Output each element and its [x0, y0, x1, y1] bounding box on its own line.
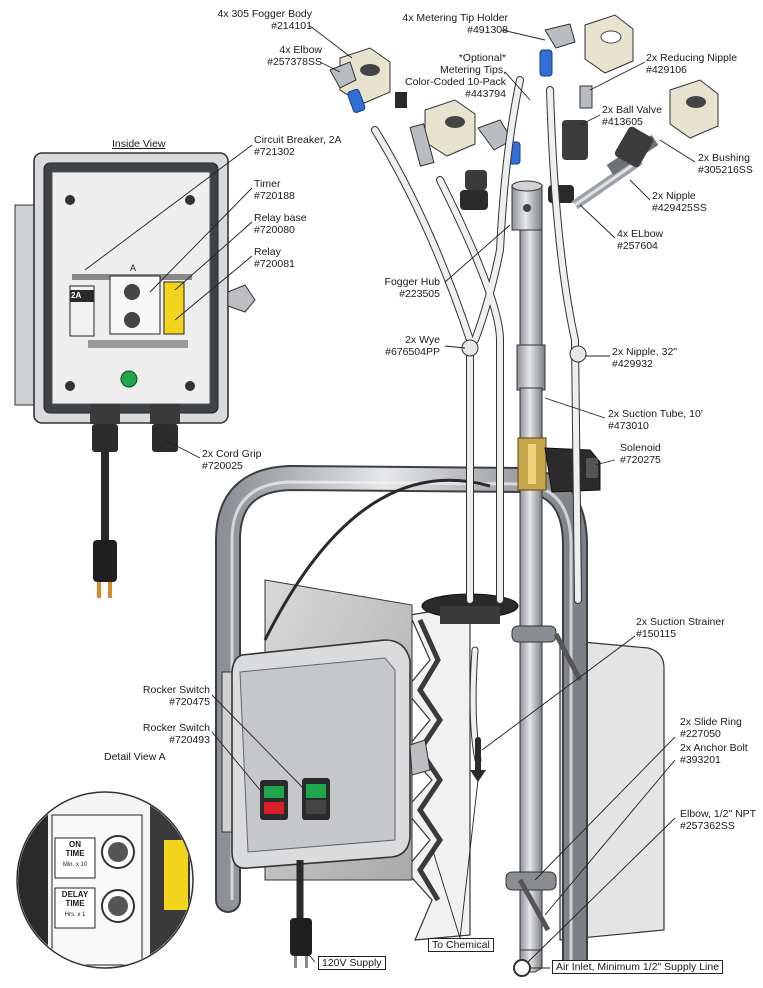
detail-view-title: Detail View A	[104, 751, 166, 763]
wyes	[461, 339, 587, 363]
timer-name: Timer	[254, 178, 281, 190]
label-metering-tip-holder: 4x Metering Tip Holder #491308	[388, 12, 508, 36]
label-nipple-32: 2x Nipple, 32" #429932	[612, 346, 677, 370]
anchor-bolt-part: #393201	[680, 754, 721, 766]
air-pipe	[513, 227, 601, 977]
bushing-part: #305216SS	[698, 164, 753, 176]
rocker-switch-2-name: Rocker Switch	[142, 722, 210, 734]
elbow-top-part: #257378SS	[267, 56, 322, 68]
label-circuit-breaker: Circuit Breaker, 2A #721302	[254, 134, 342, 158]
rocker-switch-2-part: #720493	[169, 734, 210, 746]
leader-lines	[84, 25, 696, 969]
metering-tip-holder-name: 4x Metering Tip Holder	[402, 12, 508, 24]
label-metering-tips: *Optional* Metering Tips, Color-Coded 10…	[396, 52, 506, 100]
label-suction-tube: 2x Suction Tube, 10' #473010	[608, 408, 703, 432]
breaker-rating: 2A	[71, 291, 82, 300]
fogger-body-part: #214101	[271, 20, 312, 32]
label-nipple: 2x Nipple #429425SS	[652, 190, 707, 214]
label-rocker-switch-2: Rocker Switch #720493	[120, 722, 210, 746]
relay-name: Relay	[254, 246, 281, 258]
reducing-nipple-part: #429106	[646, 64, 687, 76]
label-slide-ring: 2x Slide Ring #227050	[680, 716, 742, 740]
ball-valve-name: 2x Ball Valve	[602, 104, 662, 116]
fogger-bodies	[329, 14, 719, 168]
nipple-name: 2x Nipple	[652, 190, 696, 202]
suction-strainer-name: 2x Suction Strainer	[636, 616, 725, 628]
ball-valve-part: #413605	[602, 116, 643, 128]
label-rocker-switch-1: Rocker Switch #720475	[120, 684, 210, 708]
delay-time-sub: Hrs. x 1	[64, 912, 86, 918]
label-wye: 2x Wye #676504PP	[360, 334, 440, 358]
air-inlet-callout: Air Inlet, Minimum 1/2" Supply Line	[552, 960, 724, 974]
label-elbow-top: 4x Elbow #257378SS	[222, 44, 322, 68]
rocker-switch-1-part: #720475	[169, 696, 210, 708]
anchor-bolt-name: 2x Anchor Bolt	[680, 742, 748, 754]
circuit-breaker-part: #721302	[254, 146, 295, 158]
elbow-npt-part: #257362SS	[680, 820, 735, 832]
supply-120v-callout: 120V Supply	[318, 956, 386, 970]
nipple-32-name: 2x Nipple, 32"	[612, 346, 678, 358]
nipple-32-part: #429932	[612, 358, 653, 370]
cart-frame	[215, 464, 588, 973]
on-time-sub: Min. x 10	[62, 862, 88, 868]
label-fogger-hub: Fogger Hub #223505	[360, 276, 440, 300]
tubes	[371, 76, 582, 782]
fogger-hub-name: Fogger Hub	[384, 276, 440, 288]
label-elbow-npt: Elbow, 1/2" NPT #257362SS	[680, 808, 756, 832]
timer-part: #720188	[254, 190, 295, 202]
suction-tube-name: 2x Suction Tube, 10'	[608, 408, 703, 420]
label-reducing-nipple: 2x Reducing Nipple #429106	[646, 52, 737, 76]
metering-tips-part: #443794	[465, 88, 506, 100]
metering-tip-holder-part: #491308	[467, 24, 508, 36]
detail-view-circle	[16, 791, 194, 969]
to-chemical-callout: To Chemical	[428, 938, 494, 952]
label-suction-strainer: 2x Suction Strainer #150115	[636, 616, 725, 640]
relay-part: #720081	[254, 258, 295, 270]
detail-marker: A	[130, 263, 137, 273]
elbow-npt-name: Elbow, 1/2" NPT	[680, 808, 757, 820]
label-timer: Timer #720188	[254, 178, 295, 202]
slide-ring-name: 2x Slide Ring	[680, 716, 742, 728]
elbow-top-name: 4x Elbow	[279, 44, 322, 56]
on-time-label: ON TIME	[65, 840, 85, 858]
delay-time-label: DELAY TIME	[61, 890, 89, 908]
relay-base-name: Relay base	[254, 212, 307, 224]
fogger-hub-part: #223505	[399, 288, 440, 300]
bushing-name: 2x Bushing	[698, 152, 750, 164]
label-ball-valve: 2x Ball Valve #413605	[602, 104, 662, 128]
wye-name: 2x Wye	[405, 334, 440, 346]
control-enclosure	[221, 639, 431, 968]
slide-ring-part: #227050	[680, 728, 721, 740]
suction-tube-part: #473010	[608, 420, 649, 432]
label-anchor-bolt: 2x Anchor Bolt #393201	[680, 742, 748, 766]
label-fogger-body: 4x 305 Fogger Body #214101	[212, 8, 312, 32]
elbow-hub-name: 4x ELbow	[617, 228, 664, 240]
circuit-breaker-name: Circuit Breaker, 2A	[254, 134, 342, 146]
elbow-hub-part: #257604	[617, 240, 658, 252]
label-cord-grip: 2x Cord Grip #720025	[202, 448, 262, 472]
solenoid-part: #720275	[620, 454, 661, 466]
fogger-body-name: 4x 305 Fogger Body	[217, 8, 312, 20]
reducing-nipple-name: 2x Reducing Nipple	[646, 52, 738, 64]
relay-base-part: #720080	[254, 224, 295, 236]
label-relay: Relay #720081	[254, 246, 295, 270]
label-solenoid: Solenoid #720275	[620, 442, 661, 466]
nipple-part: #429425SS	[652, 202, 707, 214]
wye-part: #676504PP	[385, 346, 440, 358]
solenoid-name: Solenoid	[620, 442, 661, 454]
label-relay-base: Relay base #720080	[254, 212, 307, 236]
inside-view-enclosure	[14, 152, 256, 598]
label-elbow-hub: 4x ELbow #257604	[617, 228, 663, 252]
label-bushing: 2x Bushing #305216SS	[698, 152, 753, 176]
inside-view-title: Inside View	[112, 138, 166, 150]
suction-strainer-part: #150115	[636, 628, 677, 640]
metering-tips-name: Metering Tips,	[440, 64, 506, 76]
metering-tips-pack: Color-Coded 10-Pack	[405, 76, 506, 88]
metering-tips-optional: *Optional*	[458, 52, 506, 64]
cord-grip-name: 2x Cord Grip	[202, 448, 262, 460]
cord-grip-part: #720025	[202, 460, 243, 472]
slide-rings	[505, 625, 583, 932]
rocker-switch-1-name: Rocker Switch	[142, 684, 210, 696]
